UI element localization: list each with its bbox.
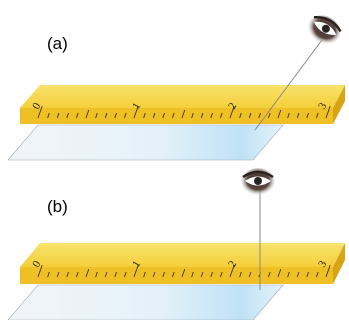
ruler-tick	[287, 112, 290, 119]
ruler-ticks	[37, 105, 331, 119]
ruler-tick	[267, 271, 271, 278]
ruler-front	[20, 267, 333, 284]
ruler-tick	[277, 109, 282, 119]
ruler-tick	[152, 112, 156, 119]
ruler-tick	[152, 271, 156, 278]
ruler-tick	[229, 105, 235, 119]
ruler-tick	[325, 105, 331, 119]
ruler-tick	[104, 112, 108, 119]
ruler-tick	[200, 112, 204, 119]
ruler-tick	[239, 271, 242, 278]
ruler-top	[20, 85, 345, 108]
ruler-tick	[296, 271, 300, 278]
ruler-tick	[191, 112, 194, 119]
ruler-tick	[267, 112, 271, 119]
ruler-tick	[162, 271, 165, 278]
ruler-side	[333, 243, 345, 284]
ruler-tick	[239, 112, 242, 119]
ruler-tick	[248, 112, 252, 119]
ruler-number-0: 0	[30, 258, 43, 269]
ruler-tick	[210, 271, 213, 278]
ruler-number-3: 3	[316, 258, 329, 269]
glass-plate	[7, 284, 284, 320]
sight-line	[254, 39, 323, 131]
panel-b-label: (b)	[47, 197, 68, 216]
panel-a-label: (a)	[47, 34, 68, 53]
ruler-tick	[219, 112, 223, 119]
ruler-tick	[104, 271, 108, 278]
ruler-tick	[248, 271, 252, 278]
eye-icon	[241, 168, 275, 196]
ruler-tick	[123, 112, 127, 119]
ruler-tick	[315, 271, 319, 278]
ruler-tick	[75, 271, 79, 278]
ruler-tick	[277, 268, 282, 278]
panel-a: 0 1 2 3	[7, 15, 345, 161]
ruler-tick	[133, 264, 139, 278]
ruler-tick	[47, 271, 50, 278]
ruler-tick	[258, 112, 261, 119]
ruler-tick	[210, 112, 213, 119]
ruler-tick	[191, 271, 194, 278]
ruler-side	[333, 85, 345, 124]
ruler-tick	[114, 112, 117, 119]
ruler-number-1: 1	[130, 259, 143, 270]
ruler-tick	[181, 268, 186, 278]
ruler-tick	[66, 271, 69, 278]
ruler-tick	[315, 112, 319, 119]
ruler-tick	[123, 271, 127, 278]
panel-b: 0 1 2 3	[7, 168, 345, 320]
ruler-tick	[66, 112, 69, 119]
ruler-tick	[85, 109, 90, 119]
ruler-tick	[171, 271, 175, 278]
ruler-tick	[171, 112, 175, 119]
ruler-tick	[229, 264, 235, 278]
eye-icon	[307, 15, 342, 45]
ruler-tick	[56, 271, 60, 278]
ruler-tick	[162, 112, 165, 119]
ruler-tick	[95, 271, 98, 278]
ruler-tick	[95, 112, 98, 119]
ruler-top	[20, 243, 345, 267]
ruler-ticks	[37, 264, 331, 278]
ruler-tick	[143, 112, 146, 119]
ruler-tick	[181, 109, 186, 119]
glass-plate	[7, 124, 284, 161]
ruler-tick	[133, 105, 139, 119]
ruler-number-2: 2	[226, 101, 239, 112]
ruler-tick	[47, 112, 50, 119]
ruler-tick	[219, 271, 223, 278]
ruler-front	[20, 108, 333, 124]
ruler-number-3: 3	[316, 100, 329, 111]
ruler-tick	[287, 271, 290, 278]
ruler-tick	[296, 112, 300, 119]
ruler-number-0: 0	[30, 100, 43, 111]
ruler-tick	[37, 105, 43, 119]
ruler-tick	[114, 271, 117, 278]
ruler-tick	[306, 271, 309, 278]
ruler-tick	[325, 264, 331, 278]
ruler-number-2: 2	[226, 259, 239, 270]
ruler-tick	[143, 271, 146, 278]
ruler-tick	[85, 268, 90, 278]
ruler-tick	[200, 271, 204, 278]
ruler-number-1: 1	[130, 101, 143, 112]
ruler-tick	[37, 264, 43, 278]
ruler-tick	[75, 112, 79, 119]
ruler-tick	[306, 112, 309, 119]
ruler-tick	[56, 112, 60, 119]
